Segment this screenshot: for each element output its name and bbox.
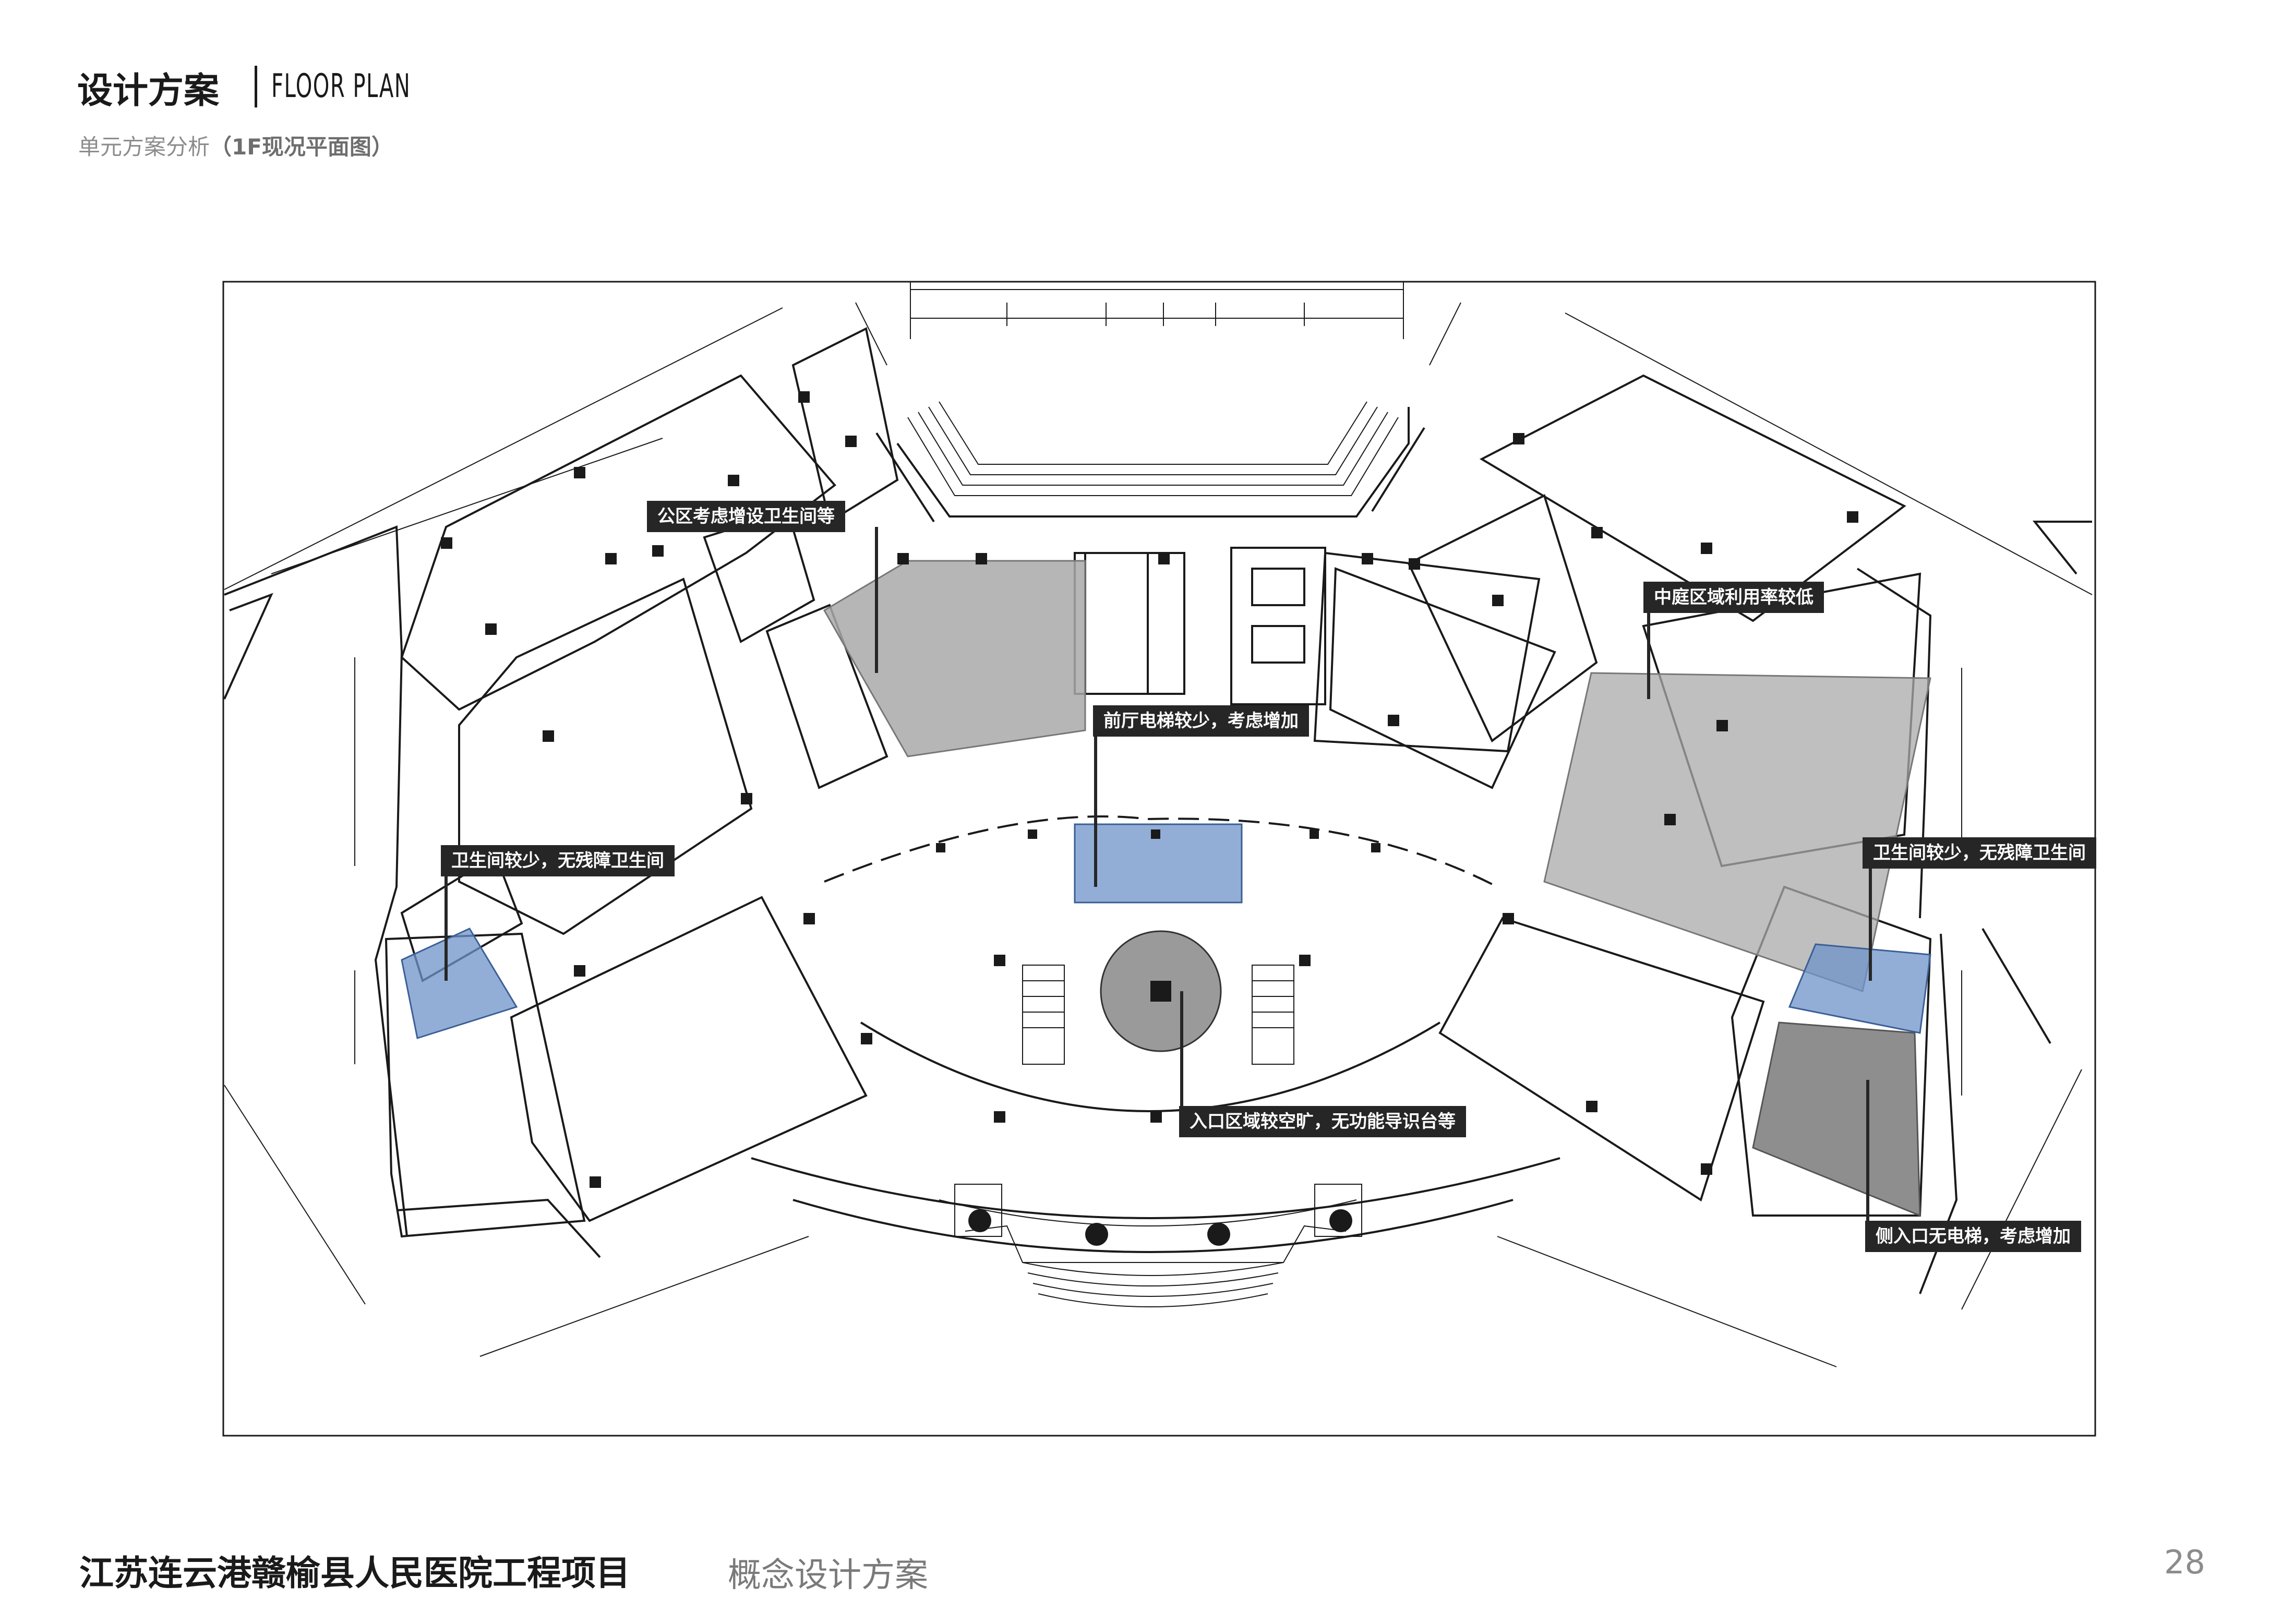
zone-public-restroom: [823, 560, 1086, 757]
top-dimension-chain: [855, 282, 1461, 366]
scheme-name: 概念设计方案: [728, 1556, 928, 1595]
callout-entrance: 入口区域较空旷，无功能导识台等: [1179, 1106, 1466, 1137]
callout-lobby-elevator: 前厅电梯较少，考虑增加: [1093, 705, 1309, 737]
callout-right-restroom: 卫生间较少，无残障卫生间: [1863, 837, 2096, 869]
callout-courtyard: 中庭区域利用率较低: [1643, 582, 1824, 613]
zone-right-restroom: [1788, 943, 1931, 1034]
left-wing: [223, 327, 899, 1258]
lobby-stairs: [1022, 965, 1294, 1065]
page-subtitle: 单元方案分析（1F现况平面图）: [78, 129, 393, 161]
right-wing: [1329, 374, 2092, 1294]
zone-left-restroom: [401, 928, 518, 1039]
project-name: 江苏连云港赣榆县人民医院工程项目: [79, 1553, 630, 1593]
page-number: 28: [2164, 1543, 2205, 1581]
top-terrace-steps: [907, 401, 1399, 496]
zone-courtyard: [1543, 672, 1931, 992]
callout-side-entrance: 侧入口无电梯，考虑增加: [1865, 1221, 2081, 1252]
outer-dimension-lines: [224, 307, 2093, 1367]
structural-columns: [441, 391, 1858, 1188]
entrance-steps: [954, 1184, 1362, 1307]
lobby-curves: [751, 815, 1560, 1253]
callout-leaders: [445, 527, 1872, 1223]
page-title-en: FLOOR PLAN: [271, 67, 411, 105]
callout-public-restroom: 公区考虑增设卫生间等: [647, 501, 845, 532]
page-title: 设计方案: [77, 70, 220, 112]
title-divider: [255, 66, 257, 107]
zone-side-entrance: [1752, 1021, 1921, 1217]
highlight-zones: [401, 560, 1931, 1246]
callout-left-restroom: 卫生间较少，无残障卫生间: [441, 845, 675, 876]
subtitle-paren: （1F现况平面图）: [210, 134, 393, 160]
subtitle-prefix: 单元方案分析: [78, 134, 210, 160]
